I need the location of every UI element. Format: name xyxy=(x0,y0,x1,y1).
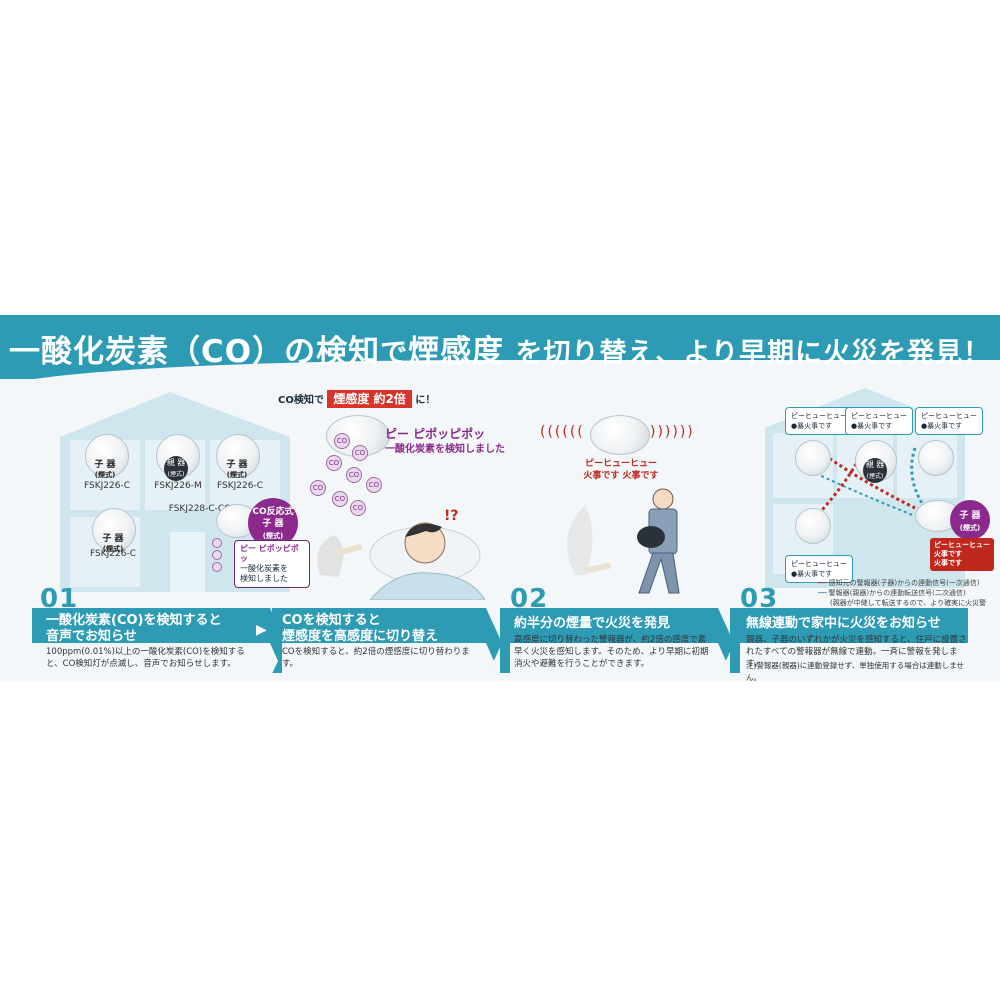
step-01b-arrow-icon: ▶ xyxy=(256,622,267,638)
co-dot: CO xyxy=(350,500,366,516)
headline-part3: 煙感度 xyxy=(408,334,505,370)
smoke-detector xyxy=(795,440,831,476)
co-alert-bubble: ピー ピポッピポッ 一酸化炭素を 検知しました xyxy=(234,540,310,588)
co-dot: CO xyxy=(352,445,368,461)
detector-model: FSKJ226-C xyxy=(84,481,130,491)
step-01-body: 100ppm(0.01%)以上の一酸化炭素(CO)を検知すると、CO検知灯が点滅… xyxy=(46,647,245,669)
co-dot: CO xyxy=(326,455,342,471)
alarm-waves: (((((( xyxy=(540,424,585,440)
fire-alert-text: ピーヒューヒュー 火事です 火事です xyxy=(578,458,664,482)
co-dots-small xyxy=(212,538,232,572)
alarm-bubble: ピーヒューヒュー●暴火事です xyxy=(845,407,913,435)
fire-alert-sound: ピーヒューヒュー xyxy=(584,459,657,469)
step-02-title: 約半分の煙量で火災を発見 xyxy=(514,616,671,631)
detector-label: 子 器(煙式) xyxy=(226,460,248,479)
step-03-title: 無線連動で家中に火災をお知らせ xyxy=(746,616,941,631)
detector-label: 子 器(煙式) xyxy=(102,534,124,553)
parent-badge: 親 器(煙式) xyxy=(863,458,887,483)
detector-label: 子 器(煙式) xyxy=(94,460,116,479)
alarm-waves-right: )))))) xyxy=(650,424,695,440)
alarm-bubble: ピーヒューヒュー●暴火事です xyxy=(915,407,983,435)
smoke-and-man-illustration xyxy=(567,488,680,594)
headline-part4: を切り替え、より早期に火災を発見！ xyxy=(515,338,992,369)
step-03-body: 親器、子器のいずれかが火災を感知すると、住戸に設置されたすべての警報器が無線で連… xyxy=(746,635,967,669)
step-01b-body: COを検知すると、約2倍の煙感度に切り替わります。 xyxy=(282,647,470,669)
alert-sound: ピー ピポッピポッ xyxy=(385,427,486,441)
detector-model: FSKJ226-C xyxy=(90,549,136,559)
child-badge: 子 器(煙式) xyxy=(950,500,990,540)
co-dot: CO xyxy=(366,477,382,493)
alarm-bubble: ピーヒューヒュー●暴火事です xyxy=(785,407,853,435)
co-callout: CO検知で 煙感度 約2倍 に！ xyxy=(278,390,436,408)
fire-alarm-box: ピーヒューヒュー火事です火事です xyxy=(930,538,994,571)
parent-badge: 親 器(煙式) xyxy=(164,456,188,481)
headline-part2: で xyxy=(380,338,409,369)
step-01-title: 一酸化炭素(CO)を検知すると 音声でお知らせ xyxy=(46,613,222,644)
fire-alert-message: 火事です 火事です xyxy=(583,471,659,481)
headline-part1: 一酸化炭素（CO）の検知 xyxy=(8,334,381,370)
co-dot xyxy=(212,562,222,572)
step-02-body: 高感度に切り替わった警報器が、約2倍の感度で素早く火災を感知します。そのため、よ… xyxy=(514,635,709,669)
smoke-detector xyxy=(85,434,129,478)
sleeping-man-illustration xyxy=(317,522,485,600)
co-dot xyxy=(212,538,222,548)
detector-model: FSKJ226-C xyxy=(217,481,263,491)
alarm-bubble: ピーヒューヒュー●暴火事です xyxy=(785,555,853,583)
co-dot xyxy=(212,550,222,560)
co-reactive-badge: CO反応式子 器(煙式) xyxy=(248,498,298,548)
co-molecule-cloud: CO CO CO CO CO CO CO CO xyxy=(306,425,396,520)
co-dot: CO xyxy=(332,491,348,507)
step-arrow-bars xyxy=(32,608,968,673)
detector-model: FSKJ226-M xyxy=(154,481,202,491)
exclaim-mark: !? xyxy=(444,508,459,524)
callout-highlight: 煙感度 約2倍 xyxy=(327,390,412,408)
smoke-detector xyxy=(216,434,260,478)
smoke-detector xyxy=(795,508,831,544)
alert-text-bed: ピー ピポッピポッ 一酸化炭素を検知しました xyxy=(385,426,505,458)
alert-message: 一酸化炭素を検知しました xyxy=(385,444,505,455)
co-dot: CO xyxy=(310,480,326,496)
smoke-detector xyxy=(918,440,954,476)
co-detector-model: FSKJ228-C-CO xyxy=(168,504,232,514)
step-03-note: 注)警報器(親器)に連動登録せず、単独使用する場合は連動しません。 xyxy=(746,661,965,682)
smoke-detector xyxy=(92,508,136,552)
headline: 一酸化炭素（CO）の検知で煙感度 を切り替え、より早期に火災を発見！ xyxy=(0,326,1000,371)
fire-ceiling-detector xyxy=(590,415,650,455)
co-dot: CO xyxy=(334,433,350,449)
step-01b-title: COを検知すると 煙感度を高感度に切り替え xyxy=(282,613,439,644)
co-dot: CO xyxy=(346,467,362,483)
